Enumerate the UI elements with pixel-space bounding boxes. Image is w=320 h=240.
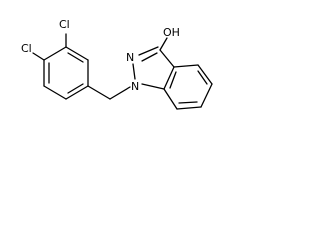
bond-c3-c3a [159,49,175,68]
bond [163,88,178,110]
double-bond-n2-c3 [138,46,159,56]
double-bond-n2-c3 [141,52,158,62]
bond [163,66,175,90]
double-bond [169,71,177,89]
bond-c3-oh [159,37,168,51]
atom-label-cl: Cl [59,18,70,31]
dichlorophenyl-ring [43,46,89,100]
bond [87,85,111,100]
atom-label-cl: Cl [21,42,32,55]
bond [197,64,213,85]
chemical-structure: Cl Cl N N OH [21,18,213,110]
bond-n1-n2 [132,63,136,80]
bond-c-cl-left [32,52,45,61]
double-bond [197,70,208,85]
atom-label-oh: OH [163,26,180,39]
pyrazole-ring [132,37,175,90]
bond [65,46,89,61]
double-bond [67,52,84,63]
double-bond [178,101,198,104]
bond [200,83,213,108]
bond [43,46,67,61]
bond [176,106,202,110]
bond-c7a-n1 [141,83,165,90]
fused-benzene-ring [163,64,213,110]
double-bond [67,83,84,94]
bond [109,86,131,100]
atom-label-n: N [126,51,134,64]
atom-label-n: N [131,80,139,93]
bond [43,85,67,100]
bond [173,64,199,68]
bond [65,85,89,100]
